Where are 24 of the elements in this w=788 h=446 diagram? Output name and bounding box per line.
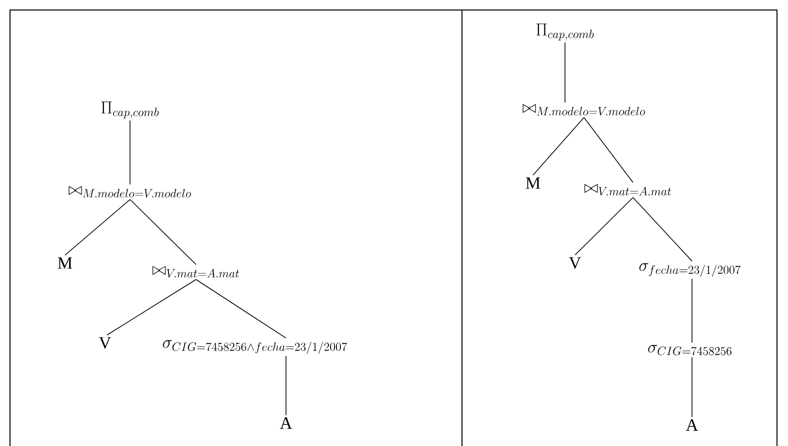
operator-label: $\Pi_{cap,comb}$ <box>101 102 159 118</box>
relation-label: M <box>526 177 540 189</box>
relation-label: A <box>280 417 292 429</box>
operator-label: $\bowtie_{M.modelo=V.modelo}$ <box>522 104 645 116</box>
relation-label: V <box>98 337 112 349</box>
tree-edge <box>584 117 634 183</box>
relation-label: V <box>568 257 582 269</box>
tree-edge <box>196 279 286 338</box>
relation-label: A <box>686 419 698 431</box>
operator-label: $\sigma_{CIG=7458256}$ <box>648 344 732 356</box>
tree-edge <box>574 197 634 256</box>
operator-label: $\Pi_{cap,comb}$ <box>536 24 594 40</box>
operator-label: $\bowtie_{M.modelo=V.modelo}$ <box>68 186 191 198</box>
tree-edge <box>632 197 692 262</box>
relation-label: M <box>58 257 72 269</box>
operator-label: $\sigma_{fecha=23/1/2007}$ <box>639 263 741 277</box>
tree-edge <box>532 117 584 176</box>
operator-label: $\sigma_{CIG=7458256\wedge fecha=23/1/2007}$ <box>162 340 348 354</box>
operator-label: $\bowtie_{V.mat=A.mat}$ <box>152 266 240 278</box>
operator-label: $\bowtie_{V.mat=A.mat}$ <box>584 184 672 196</box>
tree-edge <box>106 279 196 336</box>
tree-edge <box>130 199 196 265</box>
tree-edge <box>64 199 130 256</box>
tree-edge <box>564 42 566 103</box>
